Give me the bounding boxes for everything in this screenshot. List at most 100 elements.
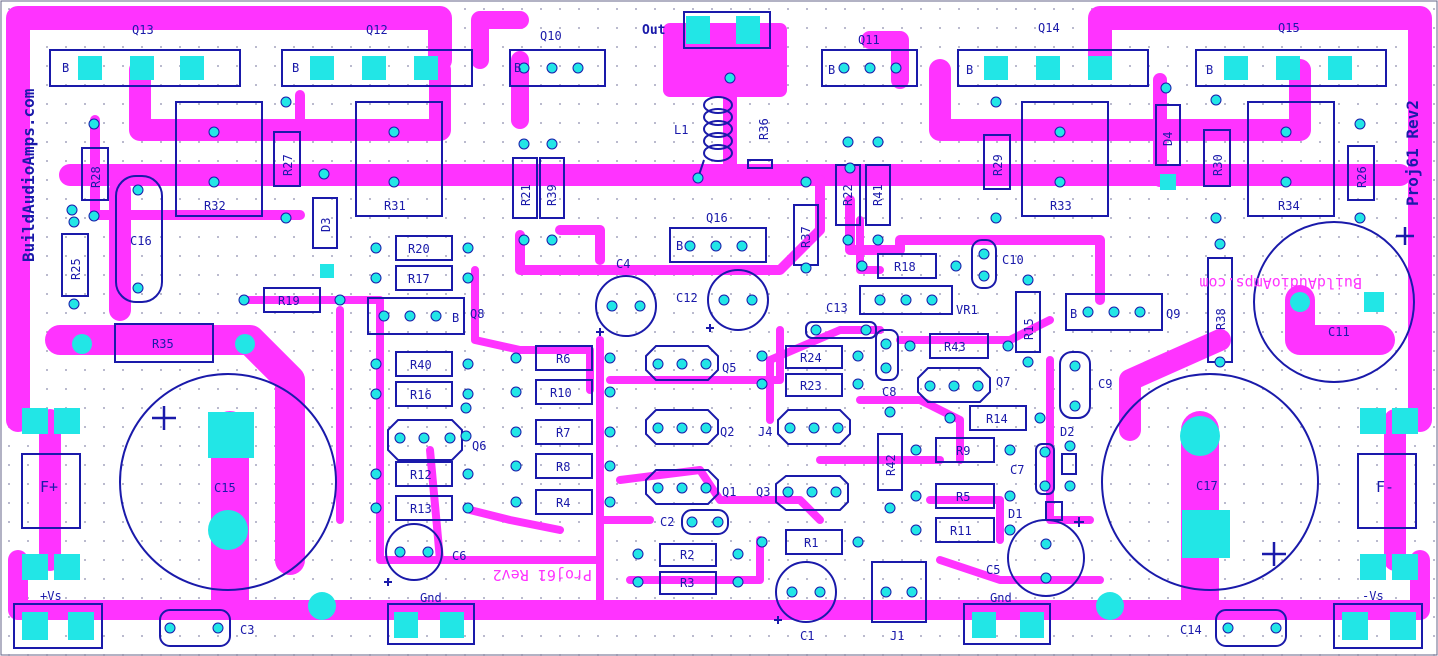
label-r7: R7 [556, 426, 570, 440]
r1-outline [785, 529, 843, 555]
f-minus-outline [1357, 453, 1417, 529]
r13-outline [395, 495, 453, 521]
label-r3: R3 [680, 576, 694, 590]
r17-outline [395, 265, 453, 291]
c13-outline [805, 321, 877, 339]
label-r36: R36 [757, 118, 771, 140]
label-q9-base: B [1070, 307, 1077, 321]
r24-outline [785, 345, 843, 369]
label-r6: R6 [556, 352, 570, 366]
q14-outline [957, 49, 1149, 87]
label-q12: Q12 [366, 23, 388, 37]
c1-outline [775, 561, 837, 623]
label-c9: C9 [1098, 377, 1112, 391]
label-r42: R42 [884, 454, 898, 476]
label-r35: R35 [152, 337, 174, 351]
r35-outline [114, 323, 214, 363]
label-q2: Q2 [720, 425, 734, 439]
label-r12: R12 [410, 468, 432, 482]
label-vs-plus: +Vs [40, 589, 62, 603]
label-r13: R13 [410, 502, 432, 516]
label-q3: Q3 [756, 485, 770, 499]
c8-outline [875, 329, 899, 381]
r12-outline [395, 461, 453, 487]
label-c1: C1 [800, 629, 814, 643]
label-c7: C7 [1010, 463, 1024, 477]
label-q11-base: B [828, 63, 835, 77]
label-r29: R29 [991, 154, 1005, 176]
r41-outline [865, 164, 891, 226]
silkscreen-vertical-text: R28 R27 D3 R21 R39 R36 R22 R41 R37 R29 D… [19, 88, 1422, 476]
label-d2: D2 [1060, 425, 1074, 439]
gnd-right-connector [963, 603, 1051, 645]
d3-outline [312, 197, 338, 249]
r15-outline [1015, 291, 1041, 353]
label-c10: C10 [1002, 253, 1024, 267]
label-q13: Q13 [132, 23, 154, 37]
r9-outline [935, 437, 995, 463]
label-q6: Q6 [472, 439, 486, 453]
q13-outline [49, 49, 241, 87]
r33-outline [1021, 101, 1109, 217]
mirrored-brand-text: BuildAudioAmps.com [1199, 274, 1362, 292]
r2-outline [659, 543, 717, 567]
out-connector [683, 11, 771, 49]
label-r23: R23 [800, 379, 822, 393]
label-c14: C14 [1180, 623, 1202, 637]
label-c13: C13 [826, 301, 848, 315]
q9-outline [1065, 293, 1163, 331]
q12-outline [281, 49, 473, 87]
silkscreen-layer [13, 11, 1423, 649]
label-r27: R27 [281, 154, 295, 176]
label-r41: R41 [871, 184, 885, 206]
label-d4: D4 [1161, 132, 1175, 146]
q16-outline [669, 227, 767, 263]
label-c17: C17 [1196, 479, 1218, 493]
label-q14-base: B [966, 63, 973, 77]
r25-outline [61, 233, 89, 297]
label-q11: Q11 [858, 33, 880, 47]
label-q7: Q7 [996, 375, 1010, 389]
r7-outline [535, 419, 593, 445]
label-f-minus: F- [1376, 478, 1394, 496]
label-c6: C6 [452, 549, 466, 563]
label-q10-base: B [514, 61, 521, 75]
label-q5: Q5 [722, 361, 736, 375]
label-r20: R20 [408, 242, 430, 256]
c4-outline [595, 275, 657, 337]
label-r8: R8 [556, 460, 570, 474]
label-q10: Q10 [540, 29, 562, 43]
label-q15: Q15 [1278, 21, 1300, 35]
label-c12: C12 [676, 291, 698, 305]
label-r19: R19 [278, 294, 300, 308]
label-r33: R33 [1050, 199, 1072, 213]
q2-outline [645, 409, 719, 445]
label-q14: Q14 [1038, 21, 1060, 35]
r27-outline [273, 131, 301, 187]
r19-outline [263, 287, 321, 313]
label-l1: L1 [674, 123, 688, 137]
l1-coil [697, 96, 733, 179]
label-q1: Q1 [722, 485, 736, 499]
q8-outline [367, 297, 465, 335]
label-j4: J4 [758, 425, 772, 439]
r42-outline [877, 433, 903, 491]
j1-outline [871, 561, 927, 623]
label-out: Out [642, 23, 665, 38]
label-r37: R37 [799, 226, 813, 248]
r8-outline [535, 453, 593, 479]
r34-outline [1247, 101, 1335, 217]
label-r4: R4 [556, 496, 570, 510]
label-vs-minus: -Vs [1362, 589, 1384, 603]
r26-outline [1347, 145, 1375, 201]
label-q8: Q8 [470, 307, 484, 321]
label-q12-base: B [292, 61, 299, 75]
label-c11: C11 [1328, 325, 1350, 339]
label-r22: R22 [841, 184, 855, 206]
mirrored-rev-text: Proj61 Rev2 [493, 566, 592, 584]
label-vr1: VR1 [956, 303, 978, 317]
label-r25: R25 [69, 258, 83, 280]
label-r11: R11 [950, 524, 972, 538]
r40-outline [395, 351, 453, 377]
